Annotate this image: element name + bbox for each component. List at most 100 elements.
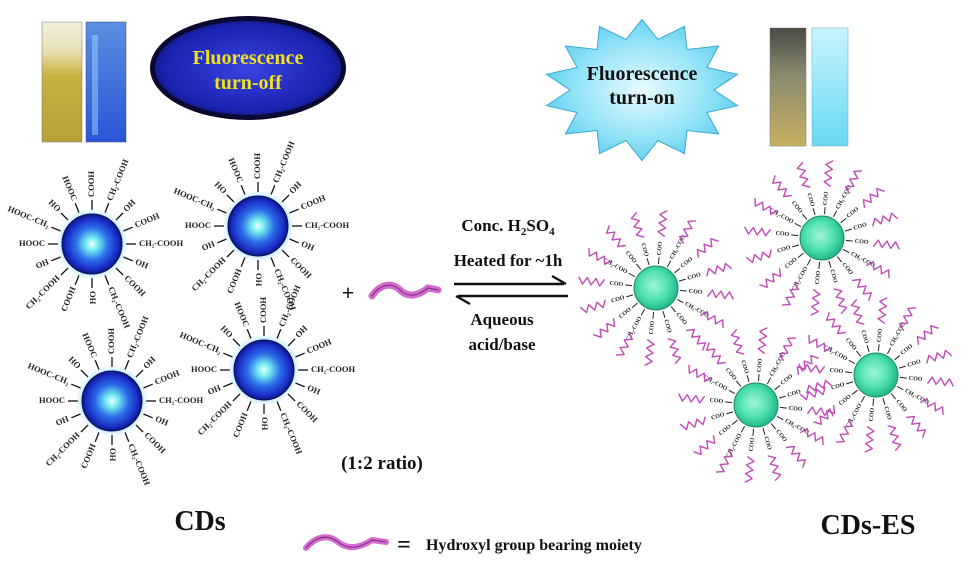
functional-group-label: OH xyxy=(206,382,222,396)
ester-group-label: COO xyxy=(709,398,724,405)
functional-group-label: HOOC xyxy=(39,395,65,405)
turn-on-line1: Fluorescence xyxy=(587,63,698,85)
moiety-chain xyxy=(644,338,655,366)
ester-group-label: COO xyxy=(639,243,649,258)
ester-group-label: CH₂-COO xyxy=(784,418,810,436)
ester-group-label: COO xyxy=(790,200,804,215)
functional-group-label: COOH xyxy=(258,297,268,323)
ester-group-label: COO xyxy=(780,373,795,387)
ester-group-label: COO xyxy=(739,360,749,375)
ester-group-label: COO xyxy=(805,193,815,208)
ester-group-label: COO xyxy=(853,222,868,232)
ester-group-label: CH₂-COO xyxy=(792,266,810,292)
moiety-chain xyxy=(796,355,819,375)
functional-group-label: COOH xyxy=(153,367,181,386)
moiety-chain xyxy=(916,325,939,345)
functional-group-label: HOOC-CH₂ xyxy=(6,204,51,230)
moiety-chain xyxy=(887,425,902,452)
moiety-chain xyxy=(872,212,899,227)
ester-group-label: COO xyxy=(680,256,695,270)
ester-group-label: COO xyxy=(815,270,822,285)
functional-group-label: CH₂-COOH xyxy=(43,430,82,469)
moiety-chain xyxy=(667,338,682,365)
moiety-chain xyxy=(754,197,779,216)
ester-group-label: COO xyxy=(674,312,688,327)
moiety-chain xyxy=(862,188,885,208)
moiety-chain xyxy=(678,220,697,245)
moiety-chain xyxy=(579,299,606,314)
functional-group-label: HOOC xyxy=(226,156,245,184)
ester-group-label: COO xyxy=(724,367,738,382)
ester-group-label: COO xyxy=(877,328,884,343)
fluorescence-turn-off-badge: Fluorescence turn-off xyxy=(150,16,346,120)
functional-group-label: OH xyxy=(254,273,264,287)
functional-group-label: HOOC xyxy=(185,220,211,230)
functional-group-label: HOOC xyxy=(60,174,79,202)
ester-group-label: COO xyxy=(854,239,869,246)
functional-group-label: COOH xyxy=(142,430,168,456)
ester-group-label: COO xyxy=(829,368,844,375)
functional-group-label: OH xyxy=(300,238,316,252)
ester-group-label: COO xyxy=(788,406,803,413)
moiety-chain xyxy=(799,427,824,446)
ester-group-label: CH₂-COO xyxy=(904,388,930,406)
functional-group-label: CH₂-COOH xyxy=(126,442,152,487)
condition-aqueous: Aqueous xyxy=(470,310,534,329)
moiety-chain xyxy=(772,175,792,198)
moiety-chain xyxy=(798,363,826,374)
ester-group-label: COO xyxy=(657,241,664,256)
functional-group-label: OH xyxy=(88,291,98,305)
ester-group-label: COO xyxy=(749,437,756,452)
functional-group-label: COOH xyxy=(58,285,77,313)
moiety-chain xyxy=(919,397,944,416)
ester-group-label: CH₂-COO xyxy=(889,321,907,347)
functional-group-label: CH₂-COOH xyxy=(278,411,304,456)
moiety-chain xyxy=(686,328,706,351)
functional-group-label: OH xyxy=(154,413,170,427)
functional-group-label: OH xyxy=(306,382,322,396)
moiety-chain xyxy=(730,328,745,355)
moiety-chain xyxy=(606,225,626,248)
ester-group-label: CH₂-COO xyxy=(684,301,710,319)
ester-group-label: CH₂-COO xyxy=(602,258,628,276)
legend-text: Hydroxyl group bearing moiety xyxy=(426,537,642,554)
ester-group-label: COO xyxy=(611,295,626,305)
functional-group-label: HOOC xyxy=(80,331,99,359)
ester-group-label: COO xyxy=(838,394,853,408)
functional-group-label: HOOC xyxy=(191,364,217,374)
functional-group-label: COOH xyxy=(122,273,148,299)
functional-group-label: OH xyxy=(200,238,216,252)
turn-off-line1: Fluorescence xyxy=(193,47,304,69)
functional-group-label: OH xyxy=(121,197,138,214)
ester-group-label: COO xyxy=(687,272,702,282)
functional-group-label: CH₂-COOH xyxy=(104,157,130,202)
ester-group-label: COO xyxy=(908,376,923,383)
functional-group-label: HO xyxy=(47,197,64,214)
ester-group-label: COO xyxy=(823,191,830,206)
ester-group-label: CH₂-COO xyxy=(769,351,787,377)
ester-group-label: COO xyxy=(757,358,764,373)
moiety-chain xyxy=(850,298,865,325)
moiety-chain xyxy=(657,210,668,238)
ester-group-label: COO xyxy=(844,337,858,352)
moiety-chain xyxy=(715,448,734,473)
ester-group-label: COO xyxy=(859,330,869,345)
ratio-label: (1:2 ratio) xyxy=(341,453,423,474)
functional-group-label: OH xyxy=(260,417,270,431)
ester-group-label: COO xyxy=(775,231,790,238)
ester-group-label: COO xyxy=(618,307,633,321)
functional-group-label: CH₂-COOH xyxy=(270,139,296,184)
turn-on-line2: turn-on xyxy=(609,87,675,109)
ester-group-label: COO xyxy=(662,319,672,334)
functional-group-label: COOH xyxy=(288,255,314,281)
moiety-chain xyxy=(759,268,782,288)
moiety-chain xyxy=(706,262,733,277)
ester-group-label: COO xyxy=(688,289,703,296)
